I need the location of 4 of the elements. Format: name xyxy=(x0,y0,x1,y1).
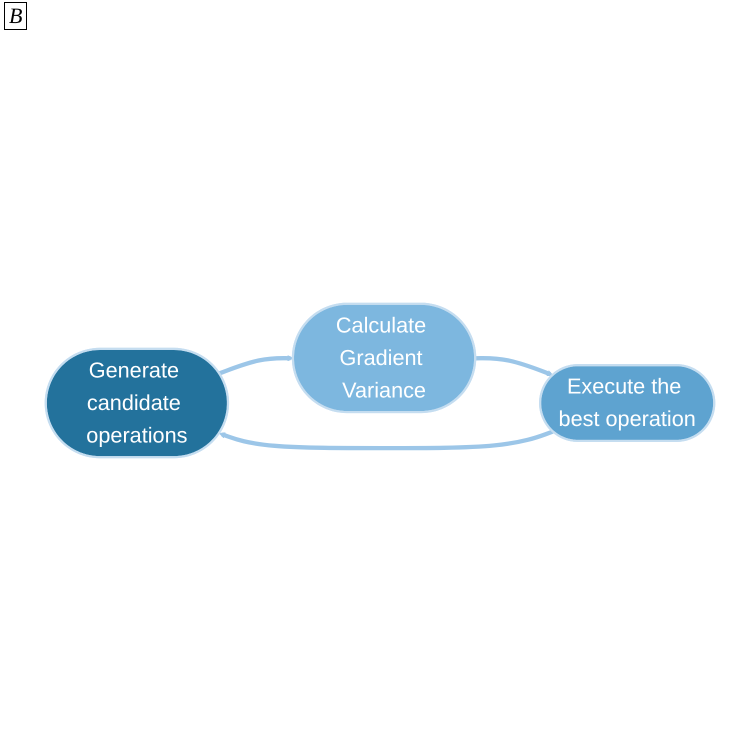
arrow xyxy=(218,354,294,375)
arrow xyxy=(219,429,554,450)
panel-label: B xyxy=(4,2,28,30)
arrow xyxy=(475,356,554,376)
